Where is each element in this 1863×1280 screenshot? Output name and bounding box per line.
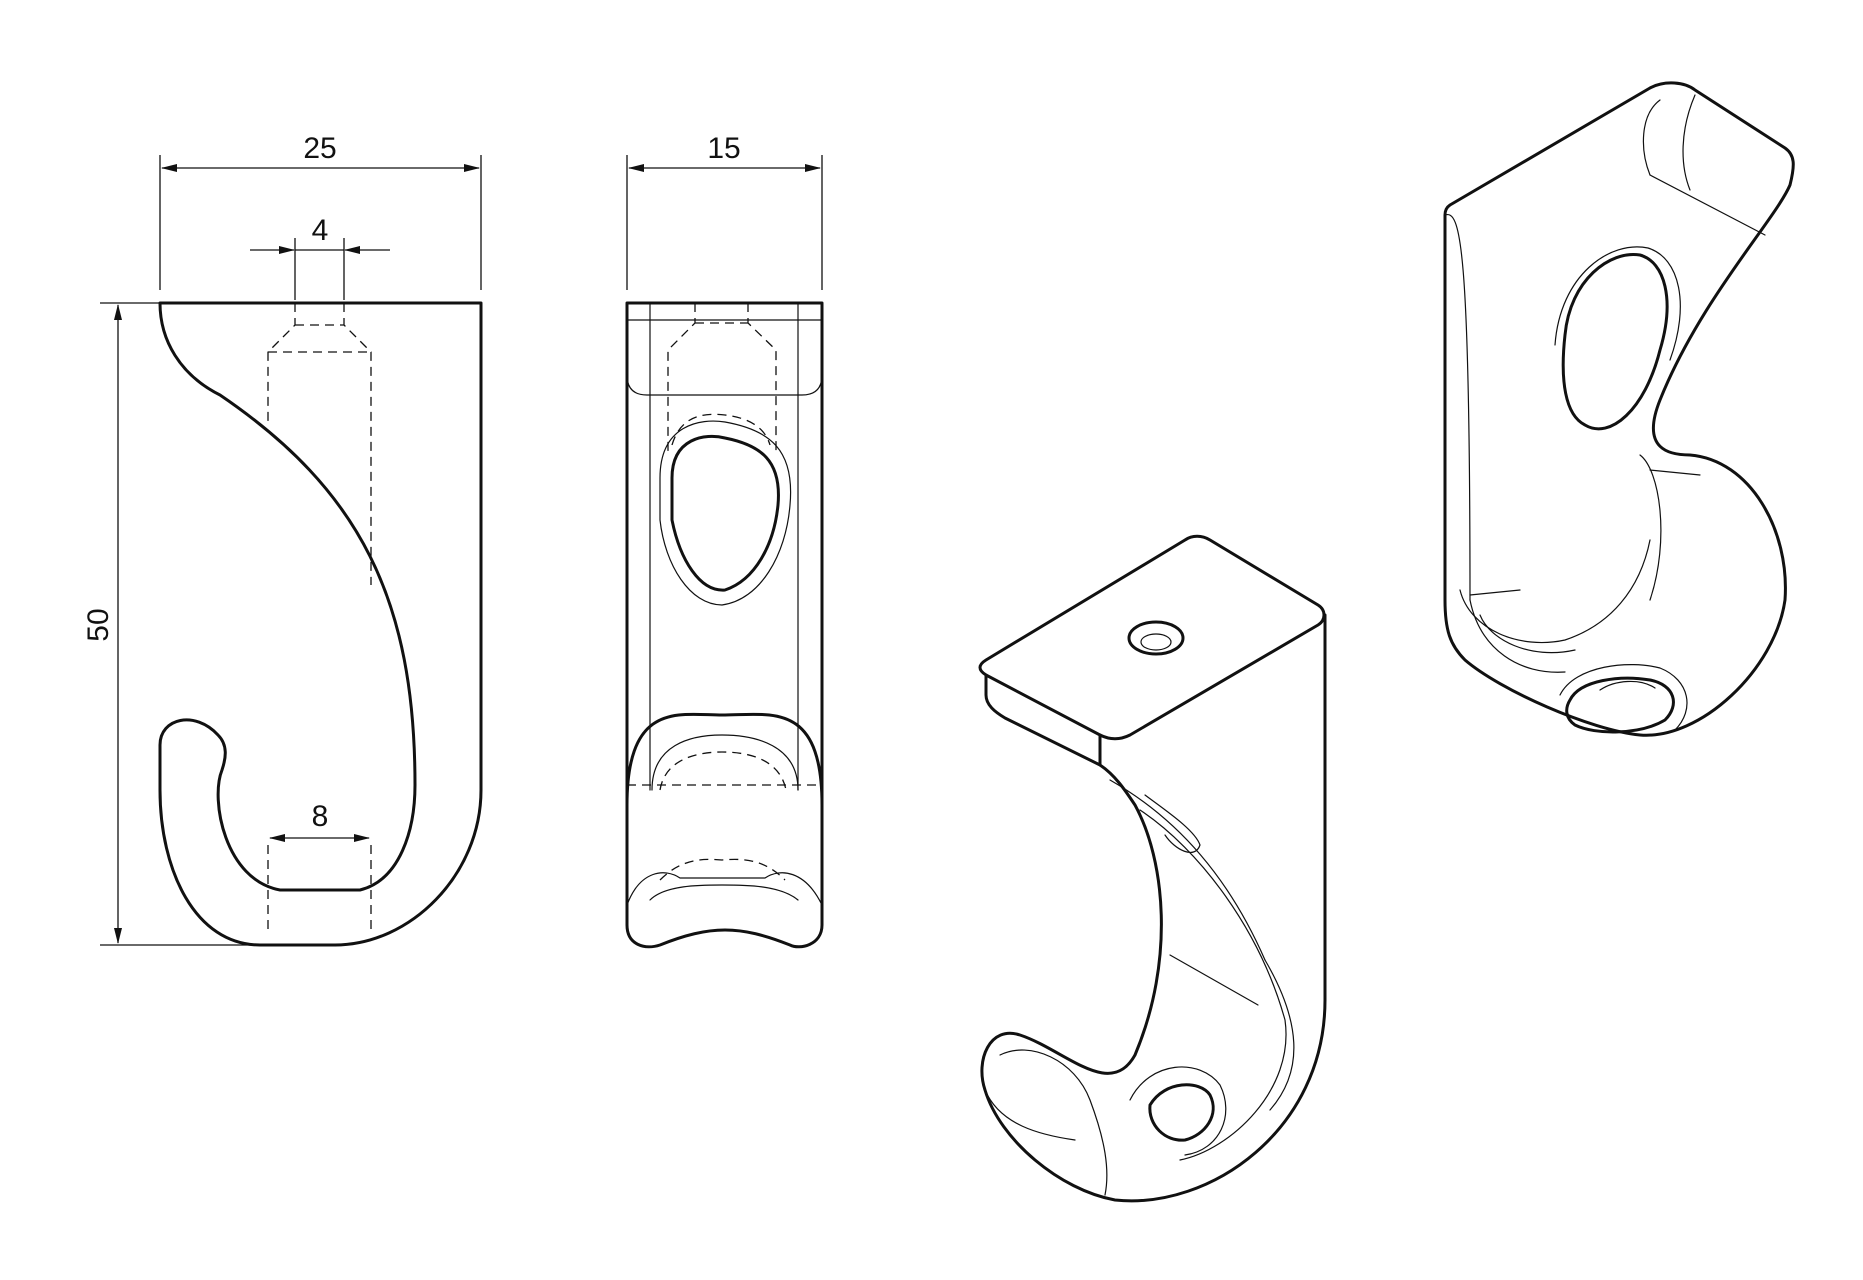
dimension-depth: 15	[626, 132, 823, 290]
iso2-outline	[1443, 81, 1795, 737]
dimension-hook-gap: 8	[269, 800, 370, 842]
iso1-screw-hole	[1127, 620, 1185, 656]
side-view: 15	[625, 132, 824, 949]
dim-label-4: 4	[312, 214, 329, 247]
iso2-eye-hole	[1561, 252, 1669, 431]
front-view-outline	[158, 301, 483, 947]
side-hook-arch	[625, 712, 824, 807]
dim-label-50: 50	[82, 608, 115, 641]
dimension-overall-height: 50	[82, 302, 300, 946]
dimension-bore-diameter: 4	[250, 214, 390, 300]
front-view: 25 4 50 8	[82, 132, 483, 947]
isometric-view-back	[1443, 81, 1795, 737]
front-hidden-bore	[267, 303, 372, 930]
side-view-outline	[625, 301, 824, 949]
iso1-hook-body	[980, 733, 1327, 1203]
dim-label-25: 25	[303, 132, 336, 165]
dimension-overall-width: 25	[159, 132, 482, 290]
side-eye-hole	[670, 434, 780, 592]
dim-label-8: 8	[312, 800, 329, 833]
isometric-view-front	[978, 534, 1327, 1203]
iso1-top-plate	[978, 534, 1326, 741]
dim-label-15: 15	[707, 132, 740, 165]
